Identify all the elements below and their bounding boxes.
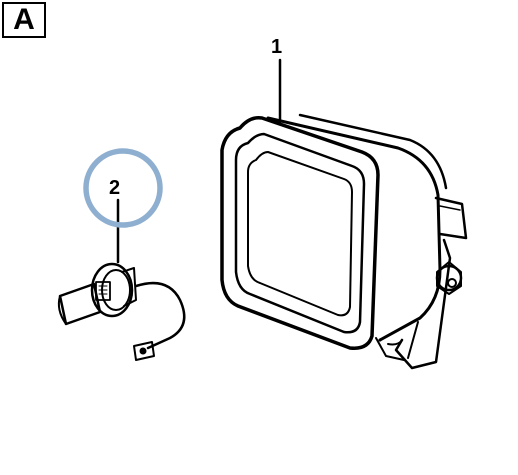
panel-label-text: A — [13, 3, 35, 36]
bulb-with-wire-icon — [57, 262, 186, 361]
panel-label: A — [2, 2, 46, 38]
work-lamp-icon — [220, 113, 468, 370]
callout-2: 2 — [109, 177, 121, 199]
callout-1: 1 — [271, 36, 283, 58]
highlight-circle — [83, 148, 163, 228]
